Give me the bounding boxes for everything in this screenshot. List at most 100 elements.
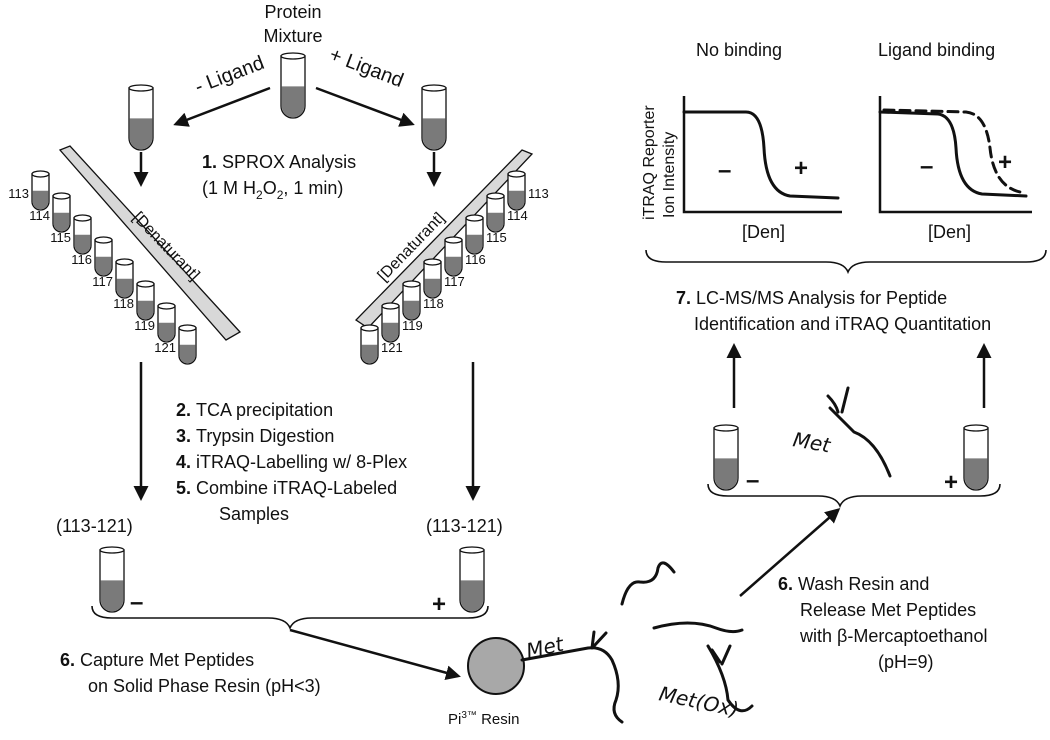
tube-rim: [31, 170, 50, 178]
tube-sample: [403, 300, 420, 320]
step3: 3.Trypsin Digestion: [176, 426, 334, 446]
arrow-to-resin: [289, 628, 461, 681]
stair-tube: [157, 302, 176, 343]
arrow-plus-ligand: [315, 86, 415, 127]
stair-tube: [402, 280, 421, 321]
tube-sample: [714, 458, 738, 490]
tube-sample: [32, 190, 49, 210]
tube-number-label: 115: [486, 230, 507, 245]
tube-number-label: 114: [507, 208, 528, 223]
tube-number-label: 119: [402, 318, 423, 333]
tube-sample: [74, 234, 91, 254]
plot2-axes: [878, 96, 1032, 214]
met-ox-label: Met(Ox): [657, 681, 741, 721]
tube-sample: [466, 234, 483, 254]
arrow-minus-ligand: [173, 86, 271, 127]
tube-rim: [178, 324, 197, 332]
tube-sample: [445, 256, 462, 276]
combined-tube-minus: [99, 546, 125, 613]
protein-mixture-label-line2: Mixture: [263, 26, 322, 46]
step1-title: 1.SPROX Analysis: [202, 152, 356, 172]
stair-tube: [465, 214, 484, 255]
denaturant-wedge-left: [58, 145, 242, 341]
tube-rim: [94, 236, 113, 244]
met-label-bound: Met: [524, 631, 567, 662]
plus-ligand-label: + Ligand: [326, 44, 406, 92]
step2: 2.TCA precipitation: [176, 400, 333, 420]
ligand-binding-title: Ligand binding: [878, 40, 995, 60]
step6-wash-line4: (pH=9): [878, 652, 934, 672]
stair-tube: [507, 170, 526, 211]
tube-number-label: 113: [8, 186, 29, 201]
step6-capture-line1: 6.Capture Met Peptides: [60, 650, 254, 670]
stair-tube: [73, 214, 92, 255]
plot1-plus: +: [794, 155, 808, 182]
tube-rim: [423, 258, 442, 266]
minus-ligand-tube: [128, 84, 154, 151]
tube-rim: [421, 84, 447, 92]
tube-rim: [381, 302, 400, 310]
step6-wash-line1: 6.Wash Resin and: [778, 574, 929, 594]
tube-sample: [487, 212, 504, 232]
peptide-bound-met-branch: [590, 630, 608, 650]
released-tube-plus: [963, 424, 989, 491]
resin-label: Pi3™ Resin: [448, 710, 519, 728]
step7-line1: 7.LC-MS/MS Analysis for Peptide: [676, 288, 947, 308]
stair-tube: [360, 324, 379, 365]
stair-tube: [115, 258, 134, 299]
released-plus-sign: +: [944, 469, 958, 496]
protein-mixture-label-line1: Protein: [264, 2, 321, 22]
stair-tube: [486, 192, 505, 233]
range-label-right: (113-121): [426, 516, 503, 536]
tube-rim: [136, 280, 155, 288]
protein-mixture-tube: [280, 52, 306, 119]
combined-tube-plus: [459, 546, 485, 613]
tube-sample: [382, 322, 399, 342]
stair-tube: [178, 324, 197, 365]
plot1-curve: [682, 110, 840, 200]
plot2-xlabel: [Den]: [928, 222, 971, 242]
tube-number-label: 119: [134, 318, 155, 333]
combined-minus-sign: –: [130, 589, 143, 616]
tube-sample: [179, 344, 196, 364]
tube-number-label: 121: [154, 340, 176, 355]
peptide-free-1: [620, 561, 676, 606]
tube-rim: [486, 192, 505, 200]
minus-ligand-label: - Ligand: [192, 52, 267, 98]
tube-rim: [507, 170, 526, 178]
tube-sample: [964, 458, 988, 490]
tube-sample: [508, 190, 525, 210]
tube-rim: [360, 324, 379, 332]
tube-sample: [281, 86, 305, 118]
plot1-xlabel: [Den]: [742, 222, 785, 242]
tube-number-label: 116: [71, 252, 92, 267]
step6-capture-line2: on Solid Phase Resin (pH<3): [88, 676, 321, 696]
tube-rim: [73, 214, 92, 222]
tube-sample: [424, 278, 441, 298]
tube-sample: [460, 580, 484, 612]
tube-rim: [963, 424, 989, 432]
plot2-curve-solid: [878, 110, 1028, 198]
tube-sample: [116, 278, 133, 298]
stair-tube: [136, 280, 155, 321]
combined-plus-sign: +: [432, 591, 446, 618]
plus-ligand-tube: [421, 84, 447, 151]
stair-tube: [444, 236, 463, 277]
plot2-curve-dashed: [882, 108, 1022, 194]
brace-plots: [645, 249, 1047, 275]
tube-rim: [465, 214, 484, 222]
arrow-from-resin: [739, 508, 841, 597]
brace-released: [707, 483, 1001, 509]
step5: 5.Combine iTRAQ-Labeled: [176, 478, 397, 498]
tube-number-label: 118: [113, 296, 134, 311]
peptide-bound-met: [520, 646, 624, 724]
tube-number-label: 117: [92, 274, 113, 289]
y-axis-label-line2: Ion Intensity: [661, 132, 678, 218]
tube-sample: [422, 118, 446, 150]
tube-sample: [53, 212, 70, 232]
released-minus-sign: –: [746, 467, 759, 494]
tube-rim: [713, 424, 739, 432]
tube-number-label: 115: [50, 230, 71, 245]
